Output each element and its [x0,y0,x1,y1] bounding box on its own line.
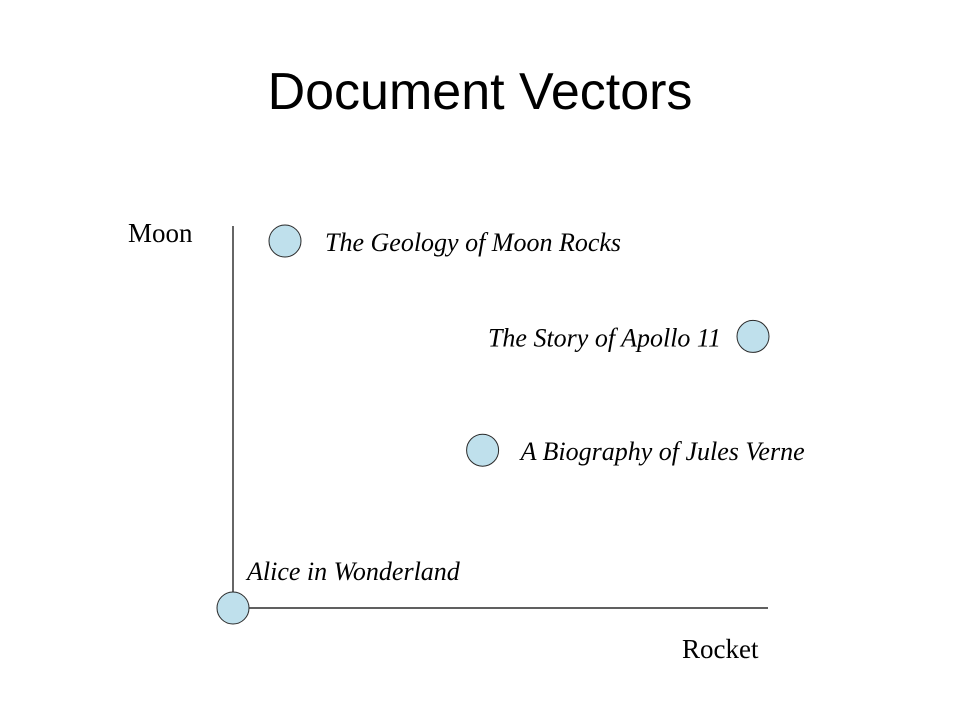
y-axis-label: Moon [128,218,193,248]
document-label: Alice in Wonderland [245,557,461,586]
document-point [466,433,500,467]
document-label: The Geology of Moon Rocks [325,228,621,257]
document-point [736,319,770,353]
document-point [268,224,302,258]
document-label: A Biography of Jules Verne [519,437,805,466]
page-title: Document Vectors [267,63,693,121]
document-point [216,591,250,625]
x-axis-label: Rocket [682,634,759,664]
document-label: The Story of Apollo 11 [488,323,721,352]
